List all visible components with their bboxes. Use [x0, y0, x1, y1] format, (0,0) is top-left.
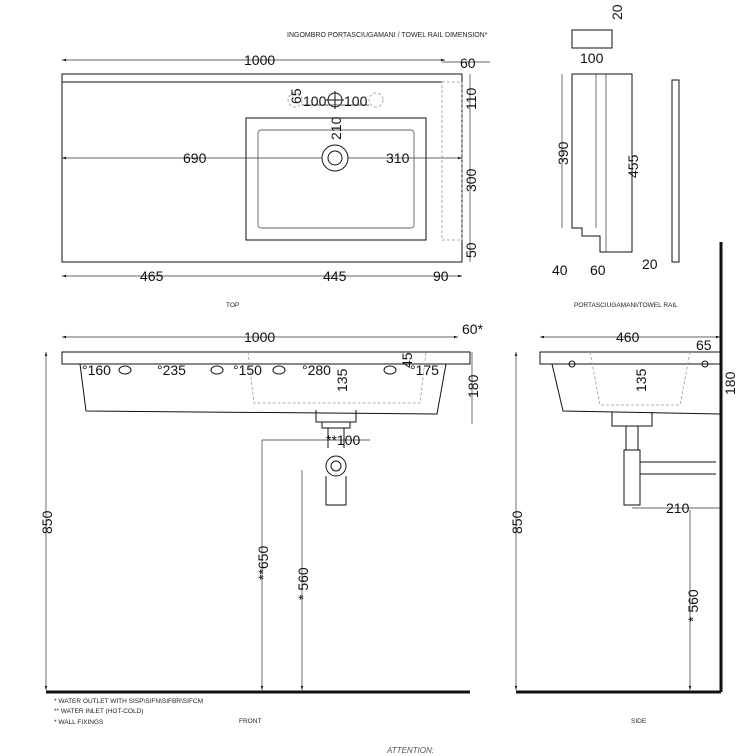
- dim-overall: 1000: [244, 52, 275, 68]
- svg-text:45: 45: [399, 352, 415, 368]
- dim-tap-offset: 65: [288, 88, 304, 104]
- svg-text:* WATER OUTLET WITH SISP\SIFN: * WATER OUTLET WITH SISP\SIFN\SIFBR\SIFC…: [54, 698, 203, 705]
- top-view: 1000 60 INGOMBRO PORTASCIUGAMANI / TOWEL…: [61, 32, 490, 309]
- dim-rail: 60: [460, 55, 476, 71]
- bowl-outline: [245, 117, 427, 241]
- svg-text:460: 460: [616, 329, 640, 345]
- caption-front: FRONT: [239, 718, 261, 725]
- dim-rail-thickness: 20: [609, 4, 625, 20]
- svg-text:** WATER INLET (HOT-COLD): ** WATER INLET (HOT-COLD): [54, 708, 143, 715]
- notes: * WATER OUTLET WITH SISP\SIFN\SIFBR\SIFC…: [54, 698, 203, 726]
- basin-outline-top: [61, 73, 463, 263]
- dim-445: 445: [323, 268, 347, 284]
- dim-60: 60: [590, 262, 606, 278]
- dim-90: 90: [433, 268, 449, 284]
- towel-rail-bar: [671, 79, 680, 263]
- drain-icon: [321, 144, 349, 172]
- dim-390: 390: [555, 141, 571, 165]
- dim-hole-left: 100: [303, 93, 327, 109]
- svg-text:°235: °235: [157, 362, 186, 378]
- siphon-icon: [325, 455, 347, 477]
- caption-towel-rail: PORTASCIUGAMANI/TOWEL RAIL: [574, 302, 678, 309]
- dim-front-60: 60*: [462, 321, 484, 337]
- dim-40: 40: [552, 262, 568, 278]
- dim-bar: 20: [642, 256, 658, 272]
- dim-300: 300: [463, 168, 479, 192]
- caption-side: SIDE: [631, 718, 647, 725]
- svg-text:210: 210: [666, 500, 690, 516]
- towel-rail-outline: [441, 81, 463, 241]
- dim-110: 110: [463, 87, 479, 110]
- dim-50: 50: [463, 242, 479, 258]
- svg-text:180: 180: [465, 374, 481, 398]
- svg-text:135: 135: [633, 368, 649, 392]
- svg-text:* WALL FIXINGS: * WALL FIXINGS: [54, 719, 104, 726]
- towel-rail-view: 20 100 390 455 40 60 20 PORTASCIUGAMANI/…: [552, 4, 680, 309]
- dim-455: 455: [625, 154, 641, 178]
- fixing-hole-icon: [118, 365, 397, 375]
- svg-text:°160: °160: [82, 362, 111, 378]
- dim-rail-width: 100: [580, 50, 604, 66]
- svg-text:850: 850: [39, 510, 55, 534]
- dim-310: 310: [386, 150, 410, 166]
- towel-rail-note: INGOMBRO PORTASCIUGAMANI / TOWEL RAIL DI…: [287, 32, 488, 39]
- svg-text:**100: **100: [326, 432, 360, 448]
- svg-text:°280: °280: [302, 362, 331, 378]
- svg-text:850: 850: [509, 510, 525, 534]
- attention-label: ATTENTION:: [386, 746, 434, 755]
- dim-hole-right: 100: [344, 93, 368, 109]
- dim-465: 465: [140, 268, 164, 284]
- dim-front-1000: 1000: [244, 329, 275, 345]
- front-view: 1000 60* °160 °235 °150 °280 °175 45 135…: [39, 321, 484, 725]
- svg-text:°150: °150: [233, 362, 262, 378]
- side-view: 460 65 135 180 210 * 560 850 SIDE: [509, 242, 738, 725]
- svg-text:65: 65: [696, 337, 712, 353]
- dim-drain-y: 210: [328, 116, 344, 140]
- svg-text:135: 135: [334, 368, 350, 392]
- svg-text:°175: °175: [410, 362, 439, 378]
- caption-top: TOP: [226, 302, 239, 309]
- svg-text:* 560: * 560: [685, 589, 701, 622]
- dim-690: 690: [183, 150, 207, 166]
- svg-text:**650: **650: [255, 546, 271, 580]
- svg-text:180: 180: [722, 371, 738, 395]
- svg-text:* 560: * 560: [295, 567, 311, 600]
